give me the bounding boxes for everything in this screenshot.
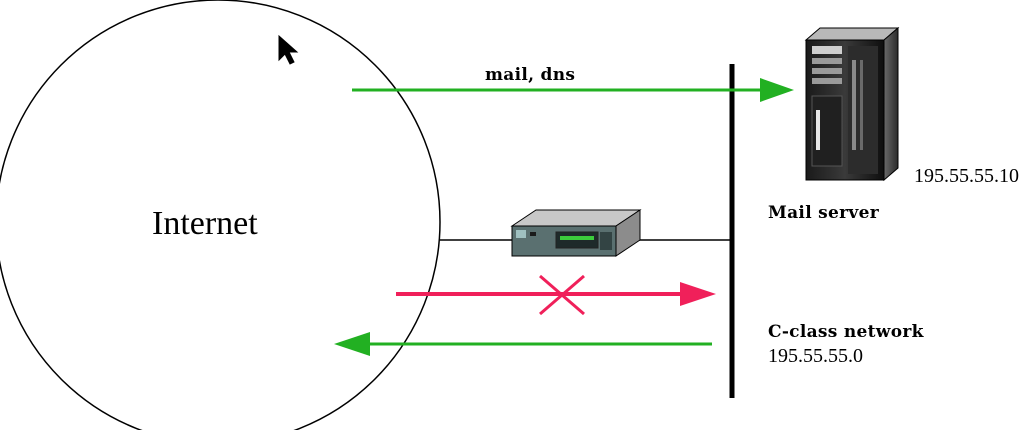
allowed-outbound-arrow xyxy=(334,332,712,356)
allowed-inbound-arrow xyxy=(352,78,794,102)
blocked-inbound-arrow xyxy=(396,282,716,306)
mouse-cursor-icon xyxy=(278,34,299,65)
mail-server-ip: 195.55.55.10 xyxy=(914,165,1019,187)
mail-server-icon xyxy=(804,26,900,182)
traffic-label: mail, dns xyxy=(485,65,575,85)
internet-label: Internet xyxy=(152,205,258,242)
blocked-cross-icon xyxy=(539,274,585,316)
network-address: 195.55.55.0 xyxy=(768,345,863,367)
mail-server-label: Mail server xyxy=(768,203,880,223)
internet-circle xyxy=(0,0,441,430)
network-label: C-class network xyxy=(768,322,925,342)
firewall-device-icon xyxy=(510,209,642,257)
